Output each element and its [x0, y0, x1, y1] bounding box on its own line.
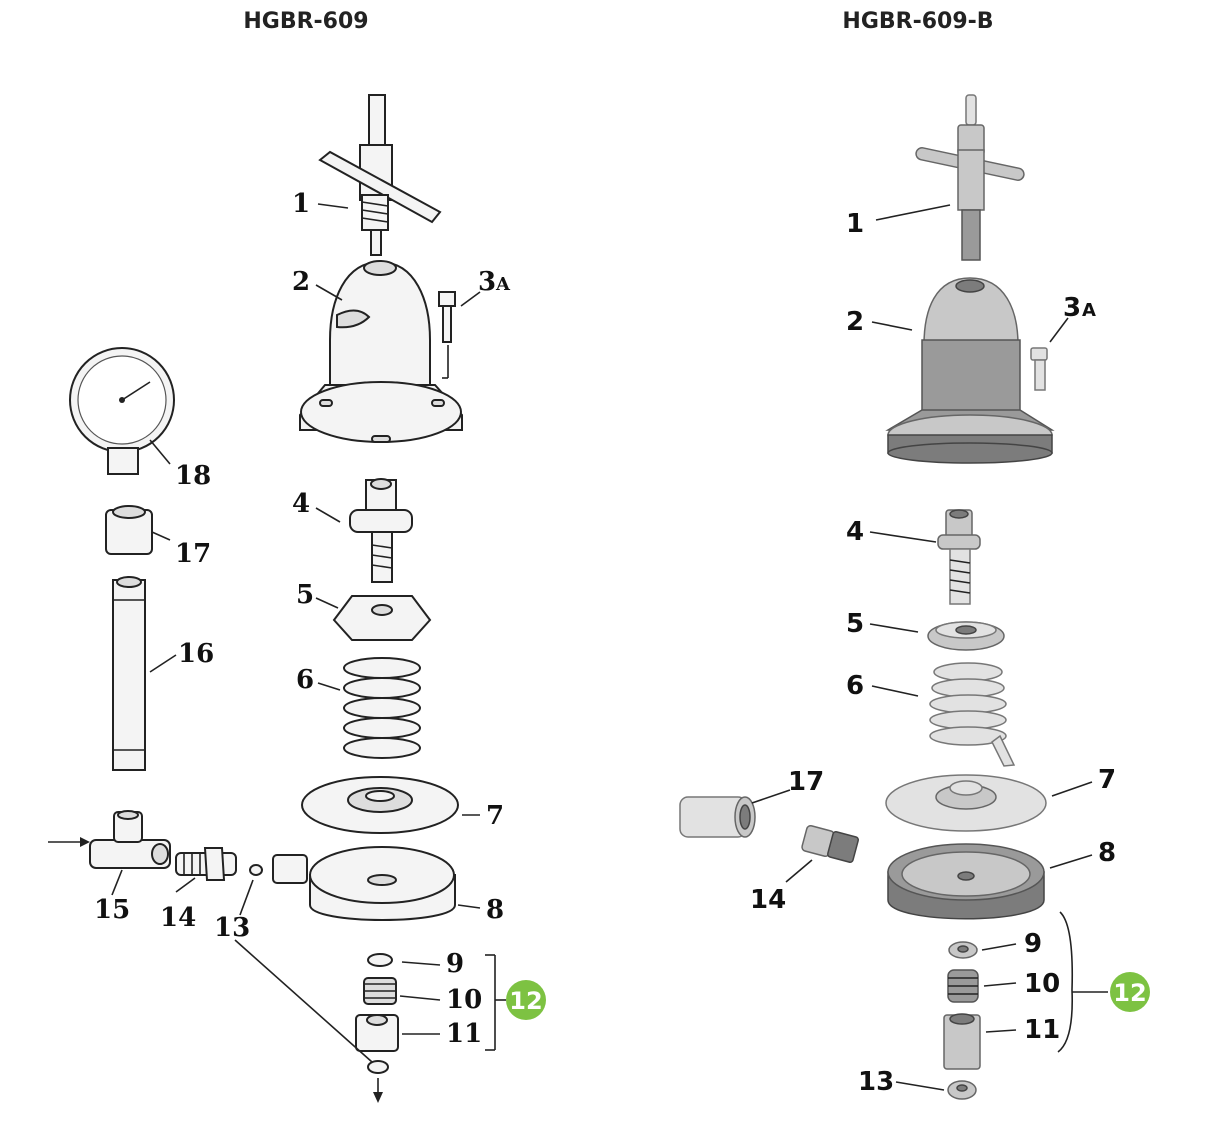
left-part-9-washer [367, 953, 393, 967]
right-leader-lines [751, 204, 1108, 1091]
left-label-1: 1 [292, 189, 310, 219]
right-part-6-spring [929, 662, 1016, 767]
right-part-10-seat [947, 969, 979, 1003]
left-label-16: 16 [178, 639, 214, 669]
left-label-11: 11 [446, 1019, 482, 1049]
right-label-13: 13 [858, 1067, 894, 1097]
right-part-7-diaphragm [885, 774, 1047, 832]
right-label-8: 8 [1098, 838, 1116, 868]
left-badge-12: 12 [506, 980, 546, 1020]
right-label-3a-suffix: A [1082, 300, 1096, 321]
right-part-13-washer [947, 1080, 977, 1100]
right-label-12: 12 [1113, 979, 1146, 1007]
right-label-5: 5 [846, 609, 864, 639]
left-part-4-stem [349, 478, 413, 583]
right-part-4-stem [937, 509, 981, 605]
left-label-10: 10 [446, 985, 482, 1015]
right-part-1-adjusting-screw [915, 94, 1025, 261]
left-part-8-body [272, 846, 456, 921]
right-label-4: 4 [846, 517, 864, 547]
left-part-6-spring [343, 657, 421, 759]
right-label-1: 1 [846, 209, 864, 239]
left-part-7-diaphragm [301, 776, 459, 834]
left-label-18: 18 [175, 461, 211, 491]
right-part-8-body [887, 843, 1045, 920]
left-label-3a-suffix: A [495, 274, 511, 295]
left-part-17-union [105, 505, 153, 555]
left-part-11-cap [355, 1014, 399, 1052]
right-label-7: 7 [1098, 765, 1116, 795]
left-badge-circle [506, 980, 546, 1020]
right-label-10: 10 [1024, 969, 1060, 999]
left-label-7: 7 [486, 801, 504, 831]
left-label-6: 6 [296, 665, 314, 695]
left-label-15: 15 [94, 895, 130, 925]
left-part-13-washer [249, 864, 389, 1103]
left-part-18-gauge [69, 347, 175, 475]
right-label-17: 17 [788, 767, 824, 797]
left-part-3a-bolt [438, 291, 456, 379]
right-part-11-cap [943, 1013, 981, 1070]
right-part-9-washer [948, 941, 978, 959]
right-label-9: 9 [1024, 929, 1042, 959]
left-part-16-pipe [112, 576, 146, 771]
right-label-14: 14 [750, 885, 786, 915]
left-label-17: 17 [175, 539, 211, 569]
left-part-1-adjusting-screw [318, 94, 442, 256]
left-part-5-hex-nut [332, 595, 432, 641]
left-label-2: 2 [292, 267, 310, 297]
left-label-13: 13 [214, 913, 250, 943]
right-badge-circle [1110, 972, 1150, 1012]
left-leader-lines [111, 203, 506, 1063]
left-label-9: 9 [446, 949, 464, 979]
right-part-17-coupling [679, 796, 756, 838]
left-part-2-bonnet [299, 260, 463, 443]
title-hgbr-609: HGBR-609 [243, 9, 368, 34]
right-label-11: 11 [1024, 1015, 1060, 1045]
left-label-8: 8 [486, 895, 504, 925]
right-part-3a-bolt [1030, 347, 1048, 391]
left-label-12: 12 [509, 987, 542, 1015]
right-part-14-nipple [801, 824, 859, 863]
left-label-3a-number: 3 [478, 267, 496, 297]
left-part-10-seat [363, 977, 397, 1005]
left-part-15-tee [48, 810, 171, 869]
left-part-14-nipple [175, 847, 237, 881]
right-label-2: 2 [846, 307, 864, 337]
right-label-3a-number: 3 [1063, 293, 1081, 323]
left-label-4: 4 [292, 489, 310, 519]
right-part-5-nut [927, 621, 1005, 651]
title-hgbr-609-b: HGBR-609-B [842, 9, 993, 34]
right-badge-12: 12 [1110, 972, 1150, 1012]
left-label-14: 14 [160, 903, 196, 933]
left-label-5: 5 [296, 580, 314, 610]
right-label-6: 6 [846, 671, 864, 701]
right-part-2-bonnet [885, 277, 1055, 464]
